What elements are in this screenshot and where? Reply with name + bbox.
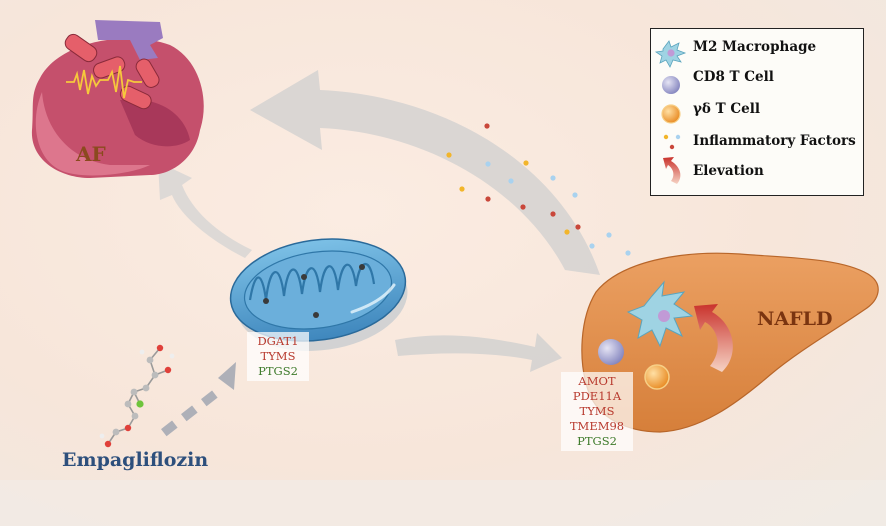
gene-item: PTGS2 <box>258 364 298 378</box>
gene-item: TYMS <box>260 349 296 363</box>
elevation-arrow <box>694 304 733 372</box>
gene-item: TYMS <box>579 404 615 418</box>
empagliflozin-label: Empagliflozin <box>62 449 209 471</box>
gene-item: TMEM98 <box>569 419 625 433</box>
legend-item-elevation: Elevation <box>693 163 764 179</box>
legend-item-macrophage: M2 Macrophage <box>693 39 817 55</box>
gene-item: PDE11A <box>572 389 622 403</box>
legend-item-cd8-t-cell: CD8 T Cell <box>693 69 774 85</box>
gamma-delta-t-cell <box>644 364 670 390</box>
gene-item: PTGS2 <box>577 434 617 448</box>
gene-item: AMOT <box>578 374 616 388</box>
cd8-t-cell <box>598 339 624 365</box>
inflammatory-factors <box>446 123 637 275</box>
mitochondrion-icon <box>229 238 408 351</box>
inflammatory-dots-icon <box>663 134 681 150</box>
gamma-delta-t-cell-icon <box>661 104 681 124</box>
legend-item-inflammatory-factors: Inflammatory Factors <box>693 133 856 149</box>
mitochondrion-gene-list: DGAT1 TYMS PTGS2 <box>247 332 309 381</box>
gene-item: DGAT1 <box>257 334 299 348</box>
heart-icon <box>31 20 204 178</box>
legend-item-gamma-delta-t-cell: γδ T Cell <box>693 101 760 117</box>
arrow-drug-to-mito <box>161 362 236 437</box>
elevation-arrow-icon <box>663 157 681 184</box>
bottom-band <box>0 480 886 526</box>
arrow-nafld-to-af <box>250 70 600 275</box>
macrophage-icon <box>654 40 687 68</box>
nafld-label: NAFLD <box>757 308 833 330</box>
liver-gene-list: AMOT PDE11A TYMS TMEM98 PTGS2 <box>561 372 633 451</box>
empagliflozin-molecule-icon <box>99 344 175 448</box>
legend: M2 Macrophage CD8 T Cell γδ T Cell Infla… <box>650 28 864 196</box>
af-label: AF <box>76 142 106 166</box>
cd8-t-cell-icon <box>662 76 680 94</box>
arrow-mito-to-nafld <box>395 333 562 372</box>
arrow-mito-to-af <box>158 162 252 258</box>
legend-icons <box>654 40 687 184</box>
macrophage-cell <box>626 280 694 348</box>
